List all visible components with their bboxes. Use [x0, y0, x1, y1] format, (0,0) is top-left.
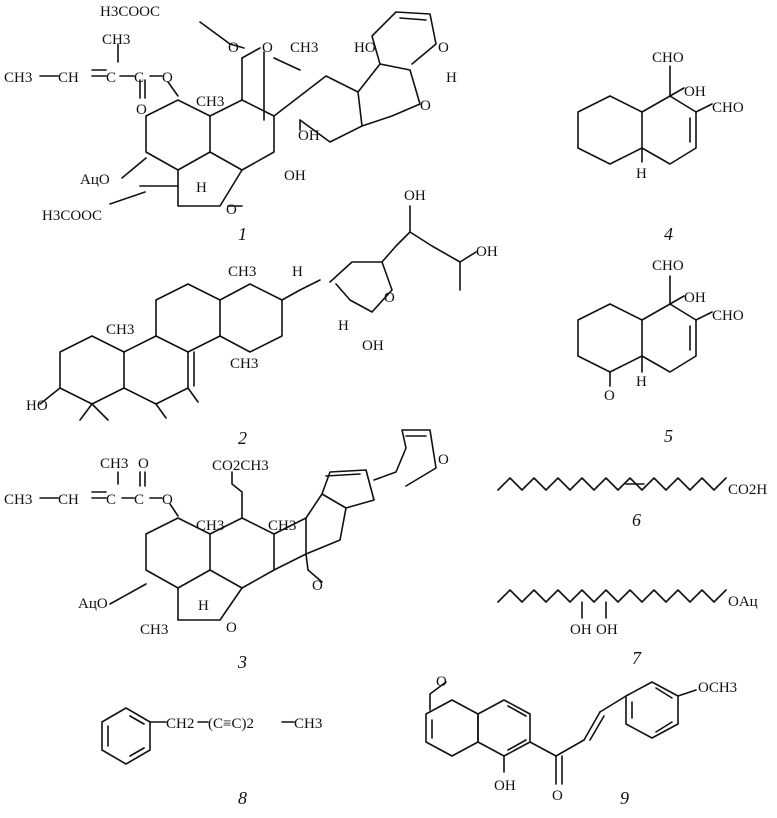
compound-9-label-2: OH	[494, 778, 516, 794]
compound-3-label-2: CH3	[4, 492, 32, 508]
compound-2: OH OH CH3 H O CH3 H OH CH3 HO 2	[26, 188, 498, 448]
compound-9-number: 9	[620, 788, 629, 808]
compound-9-label-1: OCH3	[698, 680, 737, 696]
compound-8-bonds	[101, 707, 295, 765]
compound-3-label-8: CH3	[196, 518, 224, 534]
compound-1-label-19: OH	[284, 168, 306, 184]
compound-5-number: 5	[664, 426, 673, 446]
compound-3: CH3 O CH3 CH C C O CO2CH3 CH3 CH3 O AцO …	[4, 429, 449, 672]
compound-2-label-9: HO	[26, 398, 48, 414]
compound-5-bonds	[577, 275, 713, 387]
compound-5-label-1: OH	[684, 290, 706, 306]
compound-2-label-2: CH3	[228, 264, 256, 280]
compound-4-label-0: CHO	[652, 50, 684, 66]
compound-4: CHO OH CHO H 4	[577, 50, 744, 244]
compound-4-number: 4	[664, 224, 673, 244]
compound-2-number: 2	[238, 428, 247, 448]
compound-1-label-5: C	[134, 70, 144, 86]
compound-5-label-4: H	[636, 374, 647, 390]
compound-1-number: 1	[238, 224, 247, 244]
compound-3-label-4: C	[106, 492, 116, 508]
compound-3-label-3: CH	[58, 492, 79, 508]
compound-8-label-2: CH3	[294, 716, 322, 732]
compound-8-label-0: CH2	[166, 716, 194, 732]
compound-1-label-14: H	[446, 70, 457, 86]
compound-2-label-6: H	[338, 318, 349, 334]
compound-1: H3COOC CH3 CH3 CH C C O O CH3 O O CH3 HO…	[4, 4, 457, 244]
compound-2-label-4: O	[384, 290, 395, 306]
compound-2-bonds	[39, 205, 477, 421]
compound-4-label-2: CHO	[712, 100, 744, 116]
compound-6-label-0: CO2H	[728, 482, 767, 498]
compound-7-label-0: OAц	[728, 594, 758, 610]
compound-6-chain	[497, 477, 727, 491]
compound-4-label-1: OH	[684, 84, 706, 100]
compound-7-chain	[497, 589, 727, 603]
compound-1-label-7: O	[136, 102, 147, 118]
compound-8-number: 8	[238, 788, 247, 808]
compound-9-bonds	[425, 681, 697, 785]
compound-2-label-3: H	[292, 264, 303, 280]
compound-3-label-7: CO2CH3	[212, 458, 269, 474]
compound-3-label-12: H	[198, 598, 209, 614]
compound-2-label-8: CH3	[230, 356, 258, 372]
compound-8-label-1: (C≡C)2	[208, 716, 254, 732]
compound-3-label-15: O	[226, 620, 237, 636]
compound-7-number: 7	[632, 648, 642, 668]
compound-1-label-9: O	[228, 40, 239, 56]
compound-1-label-18: H	[196, 180, 207, 196]
compound-1-label-10: O	[262, 40, 273, 56]
compound-1-label-21: O	[226, 202, 237, 218]
compound-3-label-10: O	[438, 452, 449, 468]
compound-1-label-17: AцO	[80, 172, 110, 188]
compound-1-label-1: CH3	[102, 32, 130, 48]
compound-5: CHO OH CHO O H 5	[577, 258, 744, 446]
compound-7: OAц OH OH 7	[497, 589, 758, 668]
compound-3-label-14: CH3	[140, 622, 168, 638]
compound-7-label-1: OH	[570, 622, 592, 638]
compound-3-label-0: CH3	[100, 456, 128, 472]
compound-1-label-4: C	[106, 70, 116, 86]
compound-2-label-5: CH3	[106, 322, 134, 338]
compound-1-label-8: CH3	[196, 94, 224, 110]
compound-1-bonds	[39, 11, 437, 207]
compound-3-label-6: O	[162, 492, 173, 508]
compound-3-label-13: O	[312, 578, 323, 594]
compound-5-label-0: CHO	[652, 258, 684, 274]
compound-4-label-3: H	[636, 166, 647, 182]
compound-3-bonds	[39, 429, 437, 621]
compound-9-label-0: O	[436, 674, 447, 690]
compound-1-label-16: OH	[298, 128, 320, 144]
compound-1-label-20: H3COOC	[42, 208, 102, 224]
compound-1-label-13: O	[438, 40, 449, 56]
compound-4-bonds	[577, 65, 713, 165]
compound-1-label-12: HO	[354, 40, 376, 56]
compound-1-label-15: O	[420, 98, 431, 114]
compound-5-label-2: CHO	[712, 308, 744, 324]
compound-9-label-3: O	[552, 788, 563, 804]
compound-1-label-11: CH3	[290, 40, 318, 56]
compound-1-label-6: O	[162, 70, 173, 86]
compound-1-label-2: CH3	[4, 70, 32, 86]
compound-2-label-1: OH	[476, 244, 498, 260]
compound-7-label-2: OH	[596, 622, 618, 638]
compound-3-label-9: CH3	[268, 518, 296, 534]
compound-8: CH2 (C≡C)2 CH3 8	[101, 707, 322, 808]
compound-3-number: 3	[237, 652, 247, 672]
compound-6: CO2H 6	[497, 477, 767, 530]
compound-3-label-11: AцO	[78, 596, 108, 612]
compound-3-label-5: C	[134, 492, 144, 508]
compound-5-label-3: O	[604, 388, 615, 404]
compound-3-label-1: O	[138, 456, 149, 472]
compound-2-label-7: OH	[362, 338, 384, 354]
compound-9: O OCH3 OH O 9	[425, 674, 737, 808]
compound-2-label-0: OH	[404, 188, 426, 204]
compound-1-label-3: CH	[58, 70, 79, 86]
compound-1-label-0: H3COOC	[100, 4, 160, 20]
compound-6-number: 6	[632, 510, 641, 530]
